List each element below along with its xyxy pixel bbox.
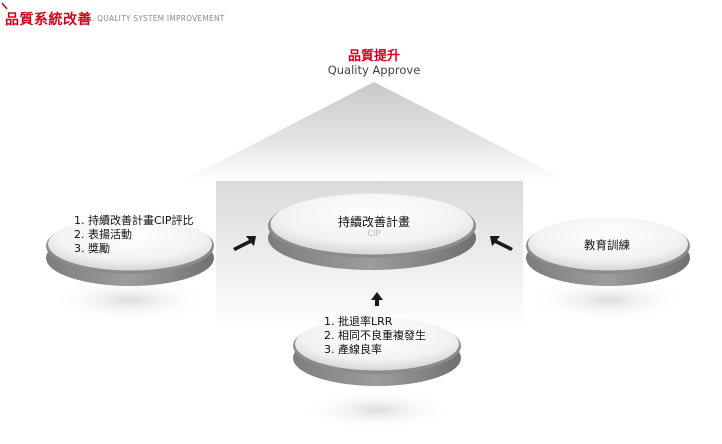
arrow-right-to-center-icon xyxy=(490,236,513,251)
list-item: 1. 批退率LRR xyxy=(324,315,393,328)
left-disk-reflection xyxy=(50,278,210,322)
right-disk-reflection xyxy=(528,278,688,322)
bottom-disk-reflection xyxy=(302,390,452,430)
list-item: 1. 持續改善計畫CIP評比 xyxy=(74,214,194,227)
center-disk-title: 持續改善計畫 xyxy=(337,215,410,229)
left-disk-list: 1. 持續改善計畫CIP評比 2. 表揚活動 3. 獎勵 xyxy=(74,214,194,256)
roof-title: 品質提升 xyxy=(347,49,400,64)
right-disk xyxy=(526,217,690,286)
list-item: 3. 獎勵 xyxy=(74,242,110,255)
right-disk-label: 教育訓練 xyxy=(584,238,630,252)
list-item: 2. 表揚活動 xyxy=(74,228,132,241)
list-item: 3. 產線良率 xyxy=(324,343,382,356)
left-disk xyxy=(46,217,214,286)
house-roof xyxy=(180,82,570,182)
list-item: 2. 相同不良重複發生 xyxy=(324,329,426,342)
header-mark-icon xyxy=(1,2,8,10)
arrow-left-to-center-icon xyxy=(233,236,256,251)
center-disk-subtitle: CIP xyxy=(367,229,381,238)
bottom-disk-list: 1. 批退率LRR 2. 相同不良重複發生 3. 產線良率 xyxy=(324,315,426,357)
center-disk xyxy=(268,193,476,270)
bottom-disk xyxy=(293,317,461,386)
roof-subtitle: Quality Approve xyxy=(327,63,421,77)
page-title: 品質系統改善 xyxy=(5,12,92,28)
arrow-bottom-to-center-icon xyxy=(371,292,383,306)
page-subtitle: . QUALITY SYSTEM IMPROVEMENT xyxy=(92,14,225,23)
